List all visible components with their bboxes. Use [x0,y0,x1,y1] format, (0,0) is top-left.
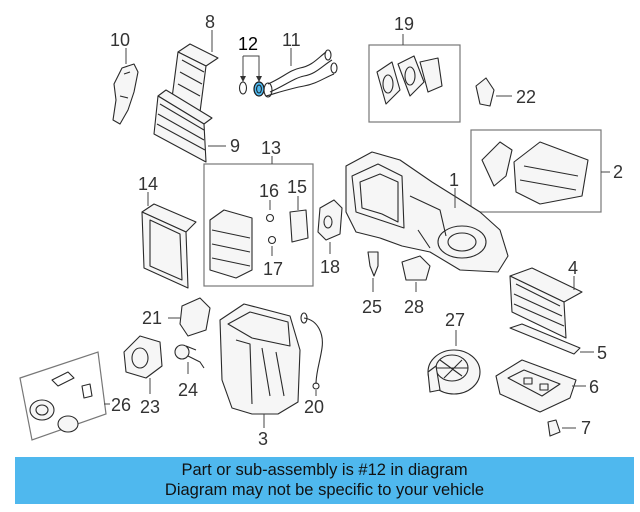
callout-21: 21 [142,308,162,328]
callout-22: 22 [516,87,536,107]
part-2-cover: 2 [470,129,623,213]
callout-3: 3 [258,429,268,449]
callout-13: 13 [261,138,281,158]
callout-8: 8 [205,12,215,32]
part-3-lower-case: 3 [219,303,301,449]
callout-20: 20 [304,397,324,417]
callout-19: 19 [394,14,414,34]
part-22-bracket: 22 [475,77,536,107]
part-4-air-filter: 4 [509,258,583,339]
callout-17: 17 [263,259,283,279]
callout-18: 18 [320,257,340,277]
callout-10: 10 [110,30,130,50]
callout-11: 11 [282,30,301,50]
callout-7: 7 [581,418,591,438]
callout-5: 5 [597,343,607,363]
part-18-resistor: 18 [317,199,343,277]
part-11-ac-pipes: 11 [263,30,338,98]
part-19-gaskets: 19 [368,14,461,123]
banner-line-1: Part or sub-assembly is #12 in diagram [181,461,468,479]
part-21-actuator: 21 [142,297,211,337]
callout-9: 9 [230,136,240,156]
callout-2: 2 [613,162,623,182]
callout-16: 16 [259,181,279,201]
callout-25: 25 [362,297,382,317]
part-26-kit: 26 [19,351,131,441]
part-9-heater-core: 9 [153,89,240,163]
info-banner: Part or sub-assembly is #12 in diagram D… [15,457,634,504]
callout-12: 12 [238,34,258,54]
part-27-blower-motor: 27 [427,310,481,395]
part-28-connector: 28 [401,255,431,317]
part-23-motor: 23 [123,335,163,417]
part-8-evaporator: 8 [171,12,219,113]
callout-6: 6 [589,377,599,397]
part-10-bracket: 10 [110,30,139,125]
callout-24: 24 [178,380,198,400]
callout-23: 23 [140,397,160,417]
part-14-filter-frame: 14 [138,174,197,289]
callout-14: 14 [138,174,158,194]
part-20-hose: 20 [300,312,324,417]
part-24-sensor: 24 [174,344,205,400]
callout-27: 27 [445,310,465,330]
part-25-clip: 25 [362,251,382,317]
callout-15: 15 [287,177,307,197]
part-6-tray: 6 [495,359,599,413]
part-12-o-rings: 12 [238,34,265,97]
part-7-grommet: 7 [547,418,591,438]
callout-4: 4 [568,258,578,278]
banner-line-2: Diagram may not be specific to your vehi… [164,481,485,499]
callout-26: 26 [111,395,131,415]
part-13-expansion-assembly: 13 15 16 17 [203,138,314,287]
callout-1: 1 [449,170,459,190]
part-5-seal: 5 [509,323,607,363]
part-1-hvac-case: 1 [345,151,509,273]
callout-28: 28 [404,297,424,317]
